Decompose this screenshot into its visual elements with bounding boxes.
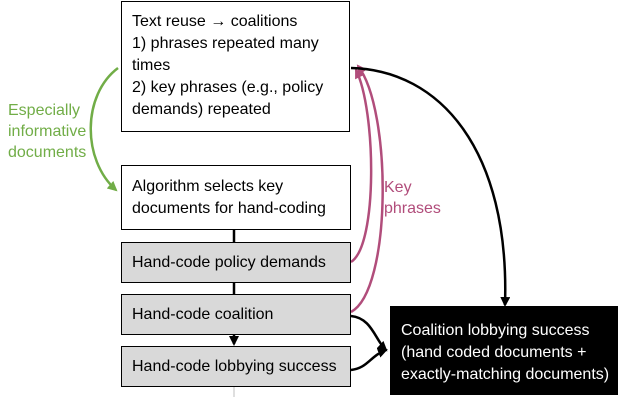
hand-code-policy-demands-node: Hand-code policy demands [121,242,351,283]
text-reuse-node: Text reuse → coalitions 1) phrases repea… [121,1,350,132]
key-phrases-line-1: Key [384,179,412,196]
informative-documents-label: Especially informative documents [8,100,86,163]
text-reuse-line-1: Text reuse → coalitions [132,13,298,30]
algorithm-node: Algorithm selects key documents for hand… [121,165,351,230]
key-phrases-line-2: phrases [384,200,441,217]
text-reuse-line-3: times [132,57,171,74]
success-line-1: Coalition lobbying success [401,322,590,339]
arrow-lobbying-to-success [350,348,388,372]
hand-code-lobbying-success-node: Hand-code lobbying success [121,346,351,387]
arrow-key-phrases-from-policy [350,68,373,264]
arrow-text-reuse-to-success [350,66,511,307]
hand-code-lobbying-success-label: Hand-code lobbying success [132,357,337,375]
hand-code-policy-demands-label: Hand-code policy demands [132,253,326,271]
arrow-key-phrases-from-coalition [350,64,384,314]
hand-code-coalition-label: Hand-code coalition [132,305,274,323]
arrow-coalition-to-success [350,314,388,352]
informative-label-line-1: Especially [8,102,81,119]
text-reuse-line-4: 2) key phrases (e.g., policy [132,79,324,96]
success-line-3: exactly-matching documents) [401,366,610,383]
key-phrases-label: Key phrases [384,177,441,219]
algorithm-line-1: Algorithm selects key [132,178,284,195]
coalition-lobbying-success-node: Coalition lobbying success (hand coded d… [390,306,618,395]
text-reuse-line-2: 1) phrases repeated many [132,35,319,52]
informative-label-line-3: documents [8,144,87,161]
informative-label-line-2: informative [8,123,87,140]
success-line-2: (hand coded documents + [401,344,587,361]
arrow-informative-documents [89,67,119,192]
algorithm-line-2: documents for hand-coding [132,200,326,217]
text-reuse-line-5: demands) repeated [132,101,271,118]
hand-code-coalition-node: Hand-code coalition [121,294,351,335]
